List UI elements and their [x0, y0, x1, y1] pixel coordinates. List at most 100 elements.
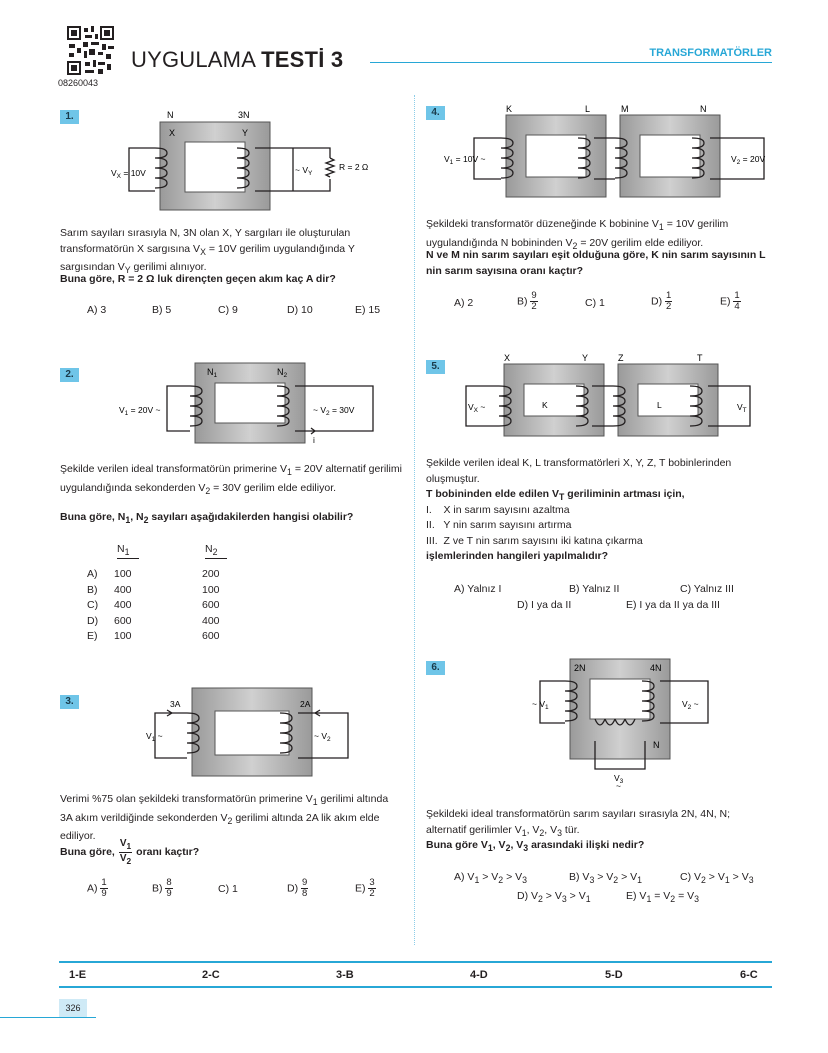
- q5-label-z: Z: [618, 353, 624, 363]
- q1-label-3n: 3N: [238, 110, 250, 120]
- q1-label-vy: ~ VY: [295, 165, 313, 177]
- q4-option-c[interactable]: C) 1: [585, 297, 605, 309]
- q5-label-vx: VX ~: [468, 402, 485, 414]
- q5-option-b[interactable]: B) Yalnız II: [569, 583, 620, 595]
- q6-option-a[interactable]: A) V1 > V2 > V3: [454, 871, 528, 886]
- title-rule: [370, 62, 772, 63]
- q1-option-e[interactable]: E) 15: [355, 304, 381, 316]
- q3-option-c[interactable]: C) 1: [218, 883, 238, 895]
- answer-6: 6-C: [740, 969, 758, 981]
- q5-option-d[interactable]: D) I ya da II: [517, 599, 572, 611]
- q4-label-m: M: [621, 104, 629, 114]
- q3-label-v2: ~ V2: [314, 731, 331, 743]
- q6-label-v1: ~ V1: [532, 699, 549, 711]
- q5-label-k: K: [542, 400, 548, 410]
- q1-label-n: N: [167, 110, 174, 120]
- column-divider: [414, 95, 415, 945]
- q2-col-n2: N2: [205, 543, 227, 560]
- question-number-1: 1.: [60, 110, 79, 124]
- q5-transformer-figure: X Y Z T K L VX ~ VT: [465, 353, 751, 437]
- q1-option-c[interactable]: C) 9: [218, 304, 238, 316]
- q5-item-3: III. Z ve T nin sarım sayısını iki katın…: [426, 535, 643, 547]
- q6-label-4n: 4N: [650, 663, 662, 673]
- answer-1: 1-E: [69, 969, 87, 981]
- answer-3: 3-B: [336, 969, 354, 981]
- answer-4: 4-D: [470, 969, 488, 981]
- q4-label-v2: V2 = 20V: [731, 154, 765, 166]
- q6-label-v2: V2 ~: [682, 699, 699, 711]
- q2-label-v1: V1 = 20V ~: [119, 405, 160, 417]
- q5-label-l: L: [657, 400, 662, 410]
- q5-option-e[interactable]: E) I ya da II ya da III: [626, 599, 720, 611]
- q1-transformer-figure: N 3N X Y VX = 10V ~ VY R = 2 Ω: [111, 110, 368, 211]
- q6-label-v3: V3: [614, 773, 624, 785]
- q5-question: T bobininden elde edilen VT geriliminin …: [426, 488, 685, 503]
- q6-label-n: N: [653, 740, 660, 750]
- page-title: UYGULAMA TESTİ 3: [131, 47, 344, 72]
- q2-text: Şekilde verilen ideal transformatörün pr…: [60, 463, 402, 496]
- q5-question-2: işlemlerinden hangileri yapılmalıdır?: [426, 550, 609, 562]
- q2-label-n1: N1: [207, 367, 218, 379]
- question-number-3: 3.: [60, 695, 79, 709]
- q2-label-v2: ~ V2 = 30V: [313, 405, 355, 417]
- q6-text: Şekildeki ideal transformatörün sarım sa…: [426, 808, 731, 838]
- q5-label-t: T: [697, 353, 703, 363]
- page-number: 326: [59, 999, 87, 1017]
- question-number-6: 6.: [426, 661, 445, 675]
- q2-label-i: i: [313, 435, 315, 445]
- topic-label: TRANSFORMATÖRLER: [649, 47, 772, 59]
- q1-option-a[interactable]: A) 3: [87, 304, 107, 316]
- q5-text: Şekilde verilen ideal K, L transformatör…: [426, 457, 732, 485]
- answer-5: 5-D: [605, 969, 623, 981]
- page-number-rule: [0, 1017, 96, 1018]
- q2-transformer-figure: N1 N2 V1 = 20V ~ ~ V2 = 30V i: [119, 362, 374, 445]
- q5-item-2: II. Y nin sarım sayısını artırma: [426, 519, 572, 531]
- q5-label-y: Y: [582, 353, 588, 363]
- q6-transformer-figure: 2N 4N N ~ V1 V2 ~ V3 ~: [532, 658, 709, 790]
- q3-label-3a: 3A: [170, 699, 181, 709]
- q6-option-d[interactable]: D) V2 > V3 > V1: [517, 890, 591, 905]
- q6-question: Buna göre V1, V2, V3 arasındaki ilişki n…: [426, 839, 645, 854]
- q3-label-v1: V1 ~: [146, 731, 163, 743]
- q4-question: N ve M nin sarım sayıları eşit olduğuna …: [426, 249, 766, 277]
- q2-label-n2: N2: [277, 367, 288, 379]
- q1-label-y: Y: [242, 128, 248, 138]
- q4-label-n: N: [700, 104, 707, 114]
- q4-transformer-figure: K L M N V1 = 10V ~ V2 = 20V: [444, 104, 765, 198]
- answer-key-bar: 1-E 2-C 3-B 4-D 5-D 6-C: [59, 961, 772, 988]
- question-number-2: 2.: [60, 368, 79, 382]
- q3-label-2a: 2A: [300, 699, 311, 709]
- q4-option-a[interactable]: A) 2: [454, 297, 474, 309]
- svg-text:~: ~: [616, 781, 621, 790]
- q6-label-2n: 2N: [574, 663, 586, 673]
- q6-option-b[interactable]: B) V3 > V2 > V1: [569, 871, 643, 886]
- q3-transformer-figure: 3A 2A V1 ~ ~ V2: [146, 687, 349, 777]
- q2-col-n1: N1: [117, 543, 139, 560]
- q6-option-e[interactable]: E) V1 = V2 = V3: [626, 890, 700, 905]
- q5-label-x: X: [504, 353, 510, 363]
- q5-option-c[interactable]: C) Yalnız III: [680, 583, 734, 595]
- q1-label-r: R = 2 Ω: [339, 162, 368, 172]
- q4-label-l: L: [585, 104, 590, 114]
- q1-label-x: X: [169, 128, 175, 138]
- q1-question: Buna göre, R = 2 Ω luk dirençten geçen a…: [60, 273, 336, 285]
- q1-text: Sarım sayıları sırasıyla N, 3N olan X, Y…: [60, 227, 355, 276]
- q5-item-1: I. X in sarım sayısını azaltma: [426, 504, 570, 516]
- q1-option-d[interactable]: D) 10: [287, 304, 313, 316]
- question-number-4: 4.: [426, 106, 445, 120]
- q2-question: Buna göre, N1, N2 sayıları aşağıdakilerd…: [60, 511, 354, 526]
- q5-option-a[interactable]: A) Yalnız I: [454, 583, 502, 595]
- q1-option-b[interactable]: B) 5: [152, 304, 172, 316]
- q6-option-c[interactable]: C) V2 > V1 > V3: [680, 871, 754, 886]
- q4-label-v1: V1 = 10V ~: [444, 154, 485, 166]
- qr-code-id: 08260043: [58, 78, 99, 88]
- qr-code: [67, 26, 114, 75]
